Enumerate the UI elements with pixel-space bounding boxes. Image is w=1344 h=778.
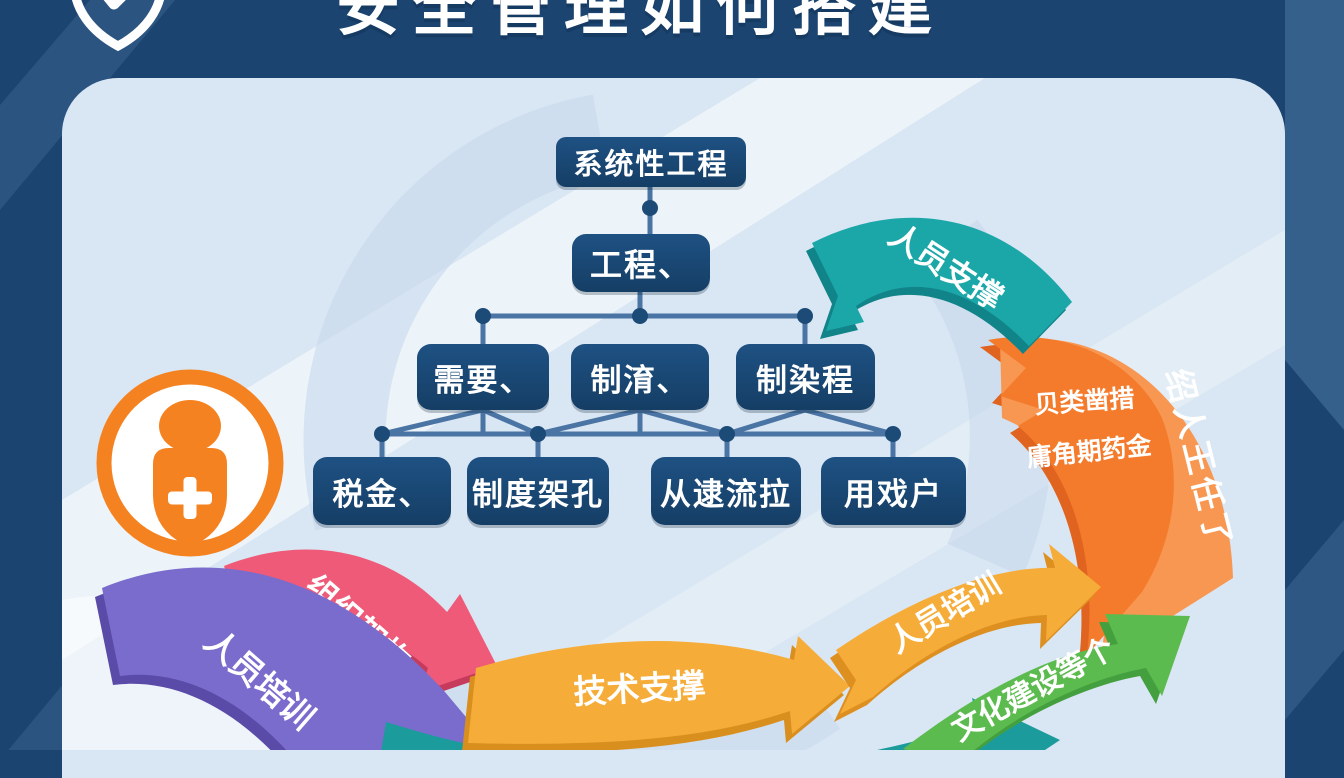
flowchart-connectors bbox=[379, 186, 896, 458]
ribbon-yellow-center-label: 技术支撑 bbox=[573, 667, 707, 711]
flow-node-level1: 系统性工程 bbox=[556, 137, 746, 187]
flow-node-level4-4: 用戏户 bbox=[821, 457, 966, 525]
ribbon-purple: 人员培训 bbox=[95, 567, 487, 750]
flow-node-level3-1: 需要、 bbox=[417, 344, 549, 410]
page-title: 安全管理如何搭建 bbox=[336, 0, 944, 43]
ribbon-orange: 贝类凿措 庸角期药金 绍人王任了 bbox=[980, 336, 1239, 662]
ribbon-teal-bottom bbox=[381, 698, 1060, 750]
flow-node-level3-2: 制淯、 bbox=[571, 344, 709, 410]
flow-node-level2: 工程、 bbox=[572, 234, 710, 292]
ribbon-arrows: 组织架构 人员培训 贝类凿措 庸角期药金 绍人王任了 人员支撑 技术支撑 人员培… bbox=[95, 217, 1239, 750]
flow-node-level3-3: 制染程 bbox=[736, 344, 875, 410]
flow-node-level4-2: 制度架孔 bbox=[467, 457, 609, 525]
ribbon-yellow-center: 技术支撑 bbox=[462, 636, 850, 750]
ribbon-teal-top: 人员支撑 bbox=[806, 217, 1072, 354]
ribbon-orange-line1: 贝类凿措 bbox=[1034, 385, 1136, 420]
flow-node-level4-3: 从逮流拉 bbox=[651, 457, 801, 525]
flow-node-level4-1: 税金、 bbox=[313, 457, 451, 525]
